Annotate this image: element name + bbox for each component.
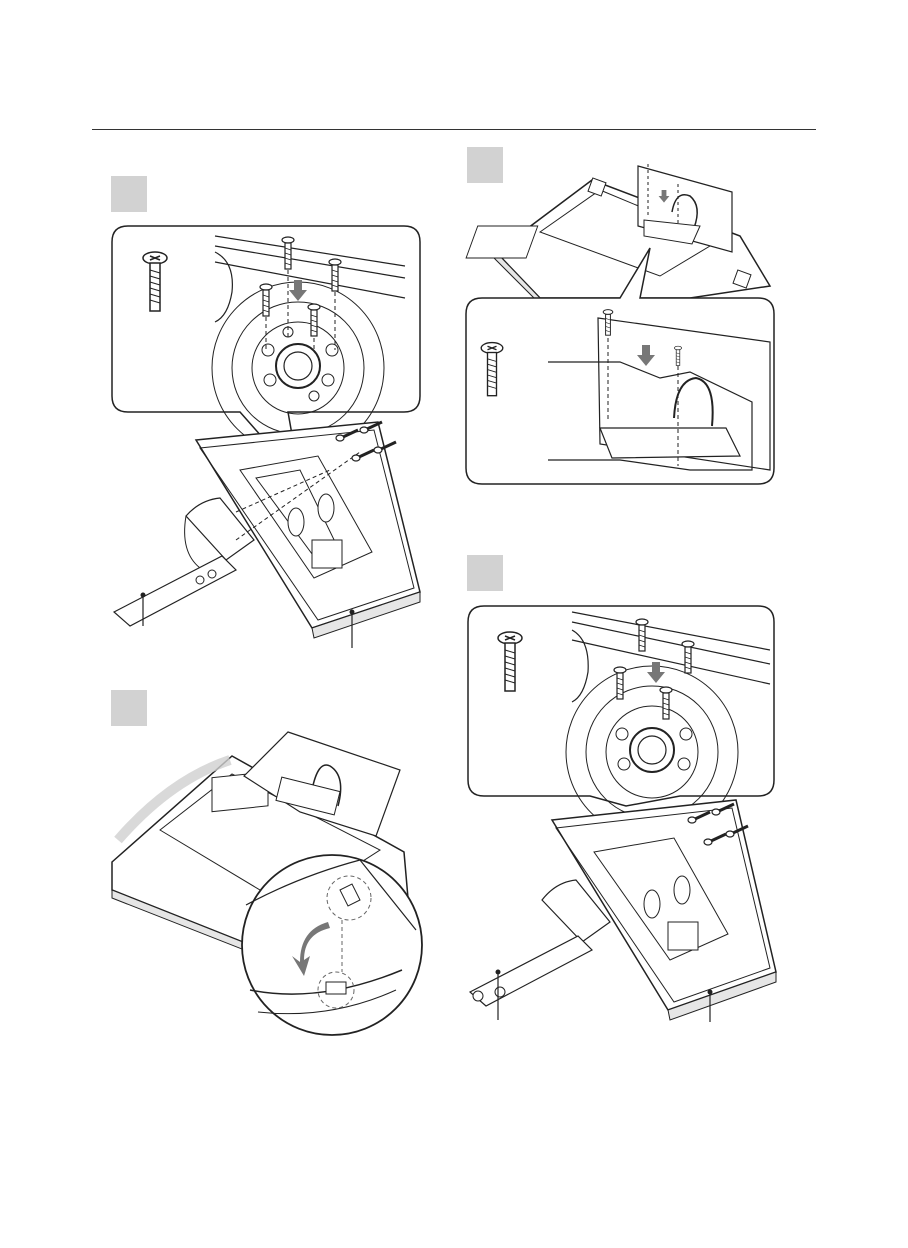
- step-2-figure: [112, 732, 422, 1035]
- step-4-figure: [468, 606, 776, 1022]
- step-1-figure: [112, 226, 420, 648]
- step-3-figure: [466, 164, 774, 484]
- step-2-magnifier: [242, 855, 422, 1035]
